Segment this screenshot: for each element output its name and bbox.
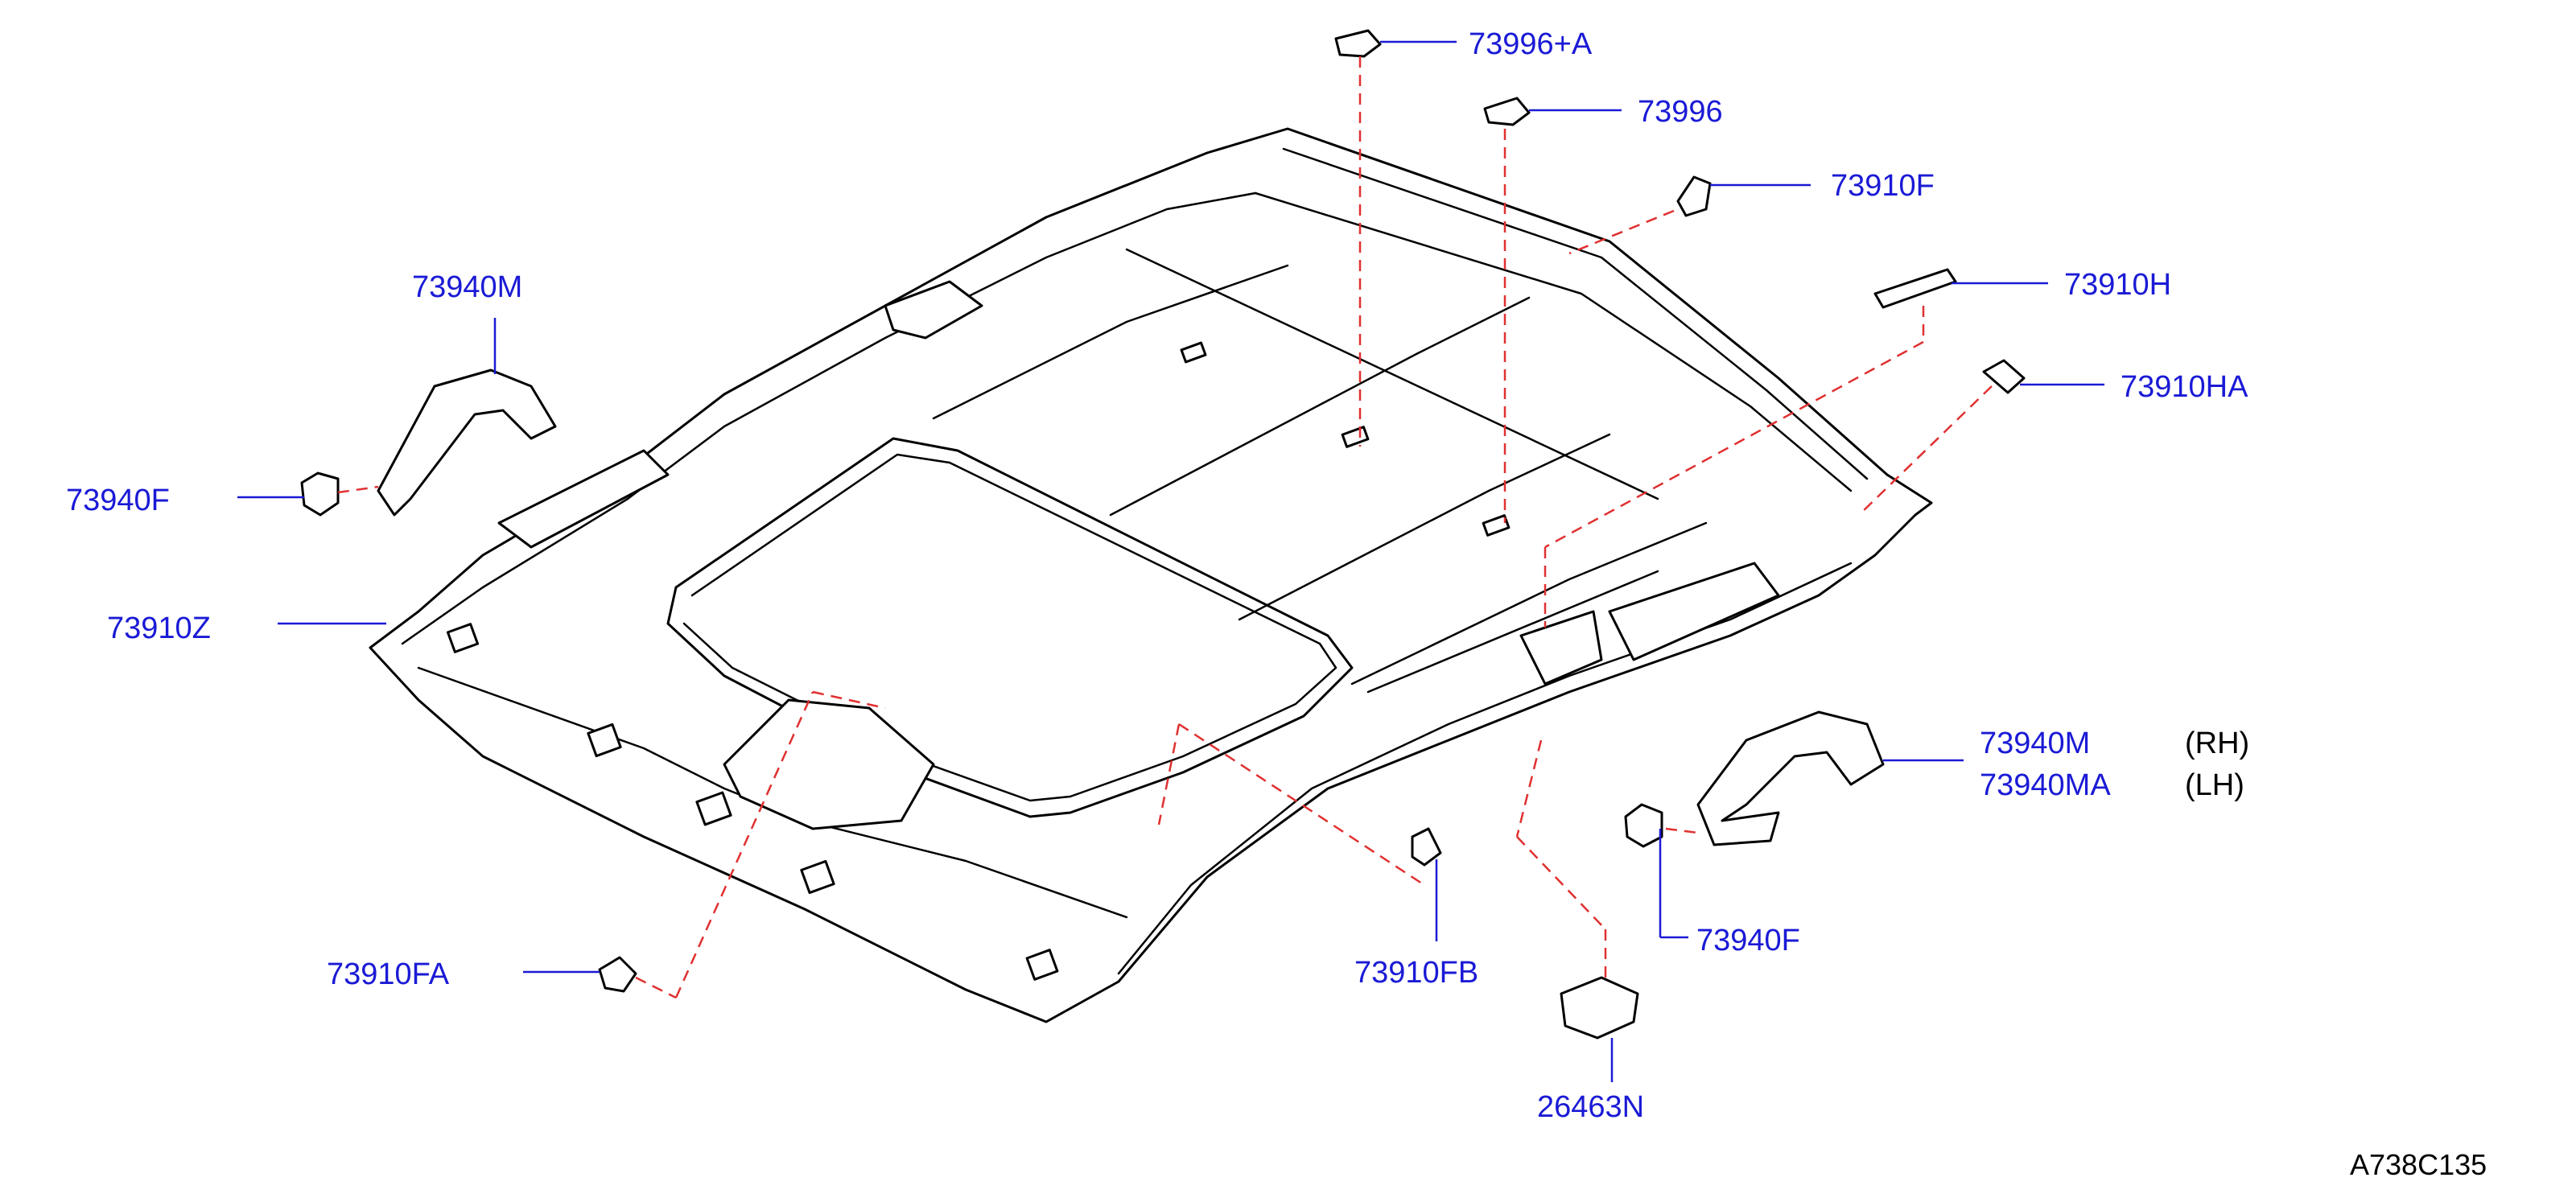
clip-73996a-shape [1334,29,1382,58]
part-number-73910f: 73910F [1831,169,1935,203]
clip-73910fa-shape [598,956,637,993]
part-number-73910z: 73910Z [107,611,211,645]
part-number-73940ma-right: 73940MA [1980,768,2111,802]
part-number-26463n: 26463N [1537,1090,1645,1124]
part-number-73996: 73996 [1638,95,1723,129]
part-number-73996a: 73996+A [1469,27,1593,61]
dashed-connectors [337,56,1993,999]
grip-73940m-right-shape [1696,710,1885,846]
part-number-73910ha: 73910HA [2121,370,2248,404]
part-number-73940f-left: 73940F [66,484,170,517]
leader-lines [237,40,2104,1082]
part-number-73940m-left: 73940M [412,270,523,304]
grip-73940m-left-shape [377,368,557,517]
clip-73996-shape [1483,97,1531,126]
clip-73910h-shape [1873,268,1957,309]
clip-73910f-shape [1676,175,1712,217]
figure-code: A738C135 [2350,1148,2487,1181]
part-number-73910fb: 73910FB [1354,956,1479,990]
part-number-73910fa: 73910FA [327,957,450,991]
bracket-73940f-right-shape [1624,803,1663,848]
clip-73910ha-shape [1982,359,2026,394]
side-label-lh: (LH) [2185,768,2244,802]
part-number-73940f-right: 73940F [1696,924,1800,957]
part-number-73940m-right: 73940M [1980,727,2091,760]
lamp-26463n-shape [1560,976,1639,1040]
part-number-73910h: 73910H [2064,268,2172,302]
headliner-panel [369,127,1933,1023]
bracket-73940f-left-shape [300,471,340,517]
side-label-rh: (RH) [2185,727,2250,760]
clip-73910fb-shape [1411,827,1442,867]
